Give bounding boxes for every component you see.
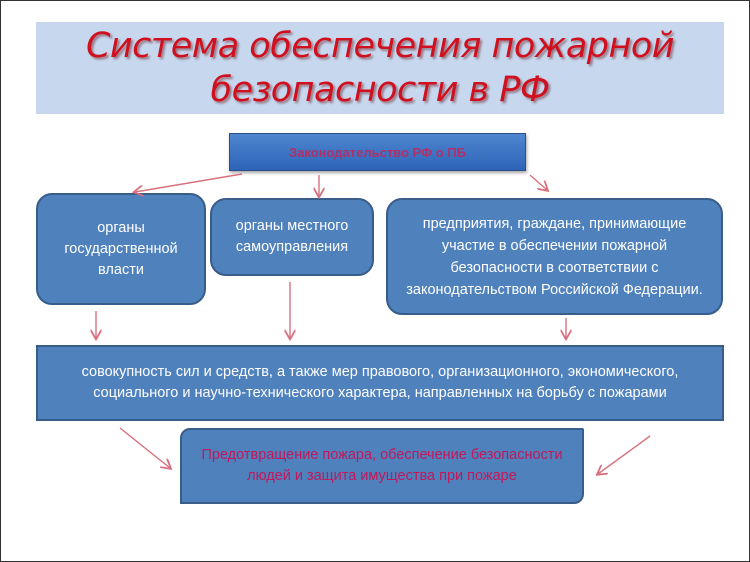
enterprises-citizens-box: предприятия, граждане, принимающие участ…	[386, 198, 723, 315]
state-authorities-label: органы государственной власти	[64, 219, 178, 278]
legislation-box: Законодательство РФ о ПБ	[229, 133, 526, 171]
state-authorities-box: органы государственной власти	[36, 193, 206, 305]
title-line-2: безопасности в РФ	[210, 70, 550, 110]
local-government-box: органы местного самоуправления	[210, 198, 374, 276]
local-government-label: органы местного самоуправления	[235, 218, 349, 255]
definition-box: совокупность сил и средств, а также мер …	[36, 345, 724, 421]
goal-label: Предотвращение пожара, обеспечение безоп…	[201, 447, 563, 484]
definition-label: совокупность сил и средств, а также мер …	[81, 364, 679, 401]
goal-box: Предотвращение пожара, обеспечение безоп…	[180, 428, 584, 504]
title-banner: Система обеспечения пожарной безопасност…	[36, 22, 724, 114]
title-line-1: Система обеспечения пожарной	[85, 26, 675, 66]
slide-title: Система обеспечения пожарной безопасност…	[85, 24, 675, 112]
legislation-label: Законодательство РФ о ПБ	[288, 144, 467, 160]
enterprises-citizens-label: предприятия, граждане, принимающие участ…	[406, 215, 703, 298]
